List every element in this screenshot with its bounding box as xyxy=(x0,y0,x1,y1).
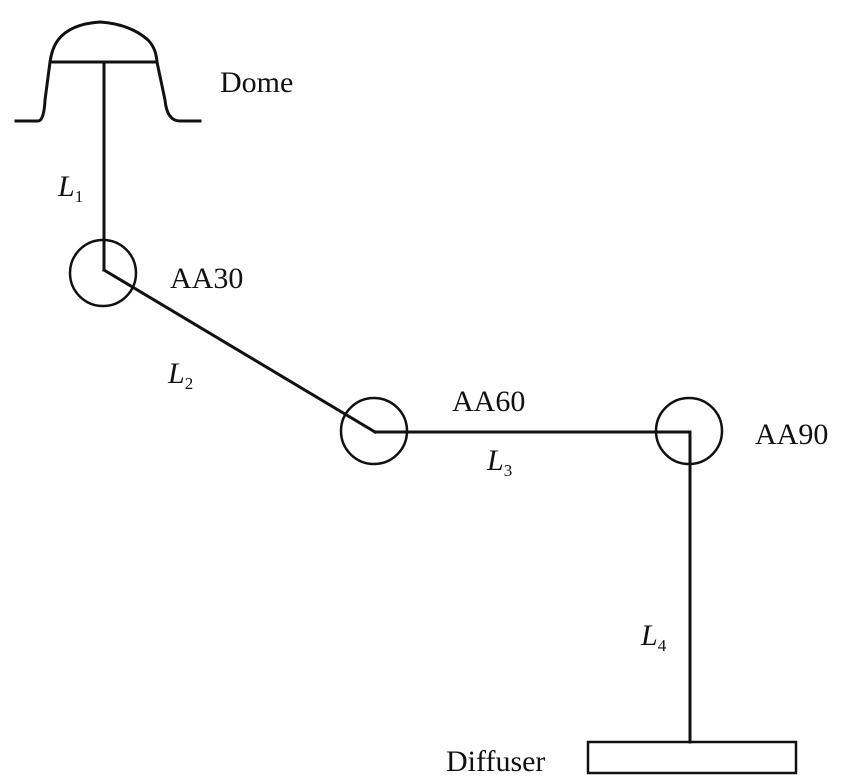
fitting-aa60-circle xyxy=(339,396,409,466)
dome-shape xyxy=(14,20,202,123)
diffuser-box xyxy=(586,740,798,775)
fitting-aa30-circle xyxy=(68,238,138,308)
dome-label: Dome xyxy=(220,66,293,99)
diffuser-label: Diffuser xyxy=(446,745,545,777)
fitting-aa60-label: AA60 xyxy=(452,385,525,418)
duct-segment-l2 xyxy=(101,267,378,435)
segment-label-l2: L2 xyxy=(167,357,193,393)
segment-label-l4: L4 xyxy=(640,619,667,655)
fitting-aa90-label: AA90 xyxy=(755,418,828,451)
segment-label-l3: L3 xyxy=(486,444,512,480)
fitting-aa90-circle xyxy=(654,396,724,466)
segment-label-l1: L1 xyxy=(57,170,83,206)
fitting-aa30-label: AA30 xyxy=(170,262,243,295)
